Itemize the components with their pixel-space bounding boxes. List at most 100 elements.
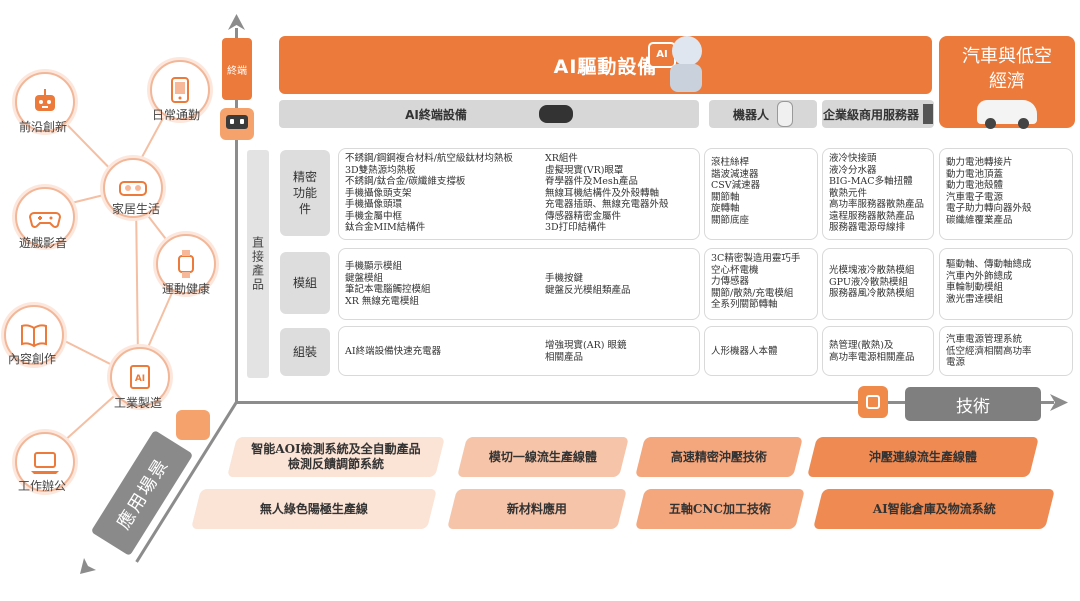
vr-glasses-icon bbox=[538, 105, 573, 123]
item: 相關產品 bbox=[545, 351, 584, 363]
cell-precision-robot: 滾柱絲桿 諧波減速器 CSV減速器 關節軸 旋轉軸 關節底座 bbox=[704, 148, 818, 240]
arrow-right-icon bbox=[1050, 394, 1068, 411]
item: 熱管理(散熱)及 bbox=[829, 340, 894, 351]
cell-precision-auto: 動力電池轉接片 動力電池頂蓋 動力電池殼體 汽車電子電源 電子助力轉向器外殼 碳… bbox=[939, 148, 1073, 240]
item: 碳纖維覆業產品 bbox=[946, 214, 1013, 226]
item: 充電器插頭、無線充電器外殼 bbox=[545, 199, 669, 210]
enterprise-server-subheader: 企業級商用服務器 bbox=[822, 100, 934, 128]
scene-sports-health[interactable] bbox=[156, 234, 216, 294]
svg-text:AI: AI bbox=[135, 374, 145, 384]
scene-frontier-innovation[interactable] bbox=[15, 72, 75, 132]
item: 高功率電源相關產品 bbox=[829, 351, 915, 363]
item: 鈦合金MIM結構件 bbox=[345, 222, 426, 233]
app-aoi-inspection: 智能AOI檢測系統及全自動產品檢測反饋調節系統 bbox=[227, 437, 445, 477]
scene-content-creation[interactable] bbox=[4, 305, 64, 365]
horizontal-axis bbox=[236, 401, 1054, 404]
scene-label: 遊戲影音 bbox=[19, 236, 68, 250]
ai-robot-illustration: AI bbox=[640, 34, 710, 94]
item: 3D雙熱源均熱板 bbox=[345, 164, 416, 176]
app-label: 新材料應用 bbox=[506, 501, 567, 516]
item: 旋轉軸 bbox=[711, 203, 740, 214]
vertical-axis bbox=[235, 28, 238, 404]
item: 高功率服務器散熱產品 bbox=[829, 199, 925, 210]
subheader-label: AI終端設備 bbox=[405, 107, 467, 122]
scene-daily-commute[interactable] bbox=[150, 60, 210, 120]
item: 動力電池頂蓋 bbox=[946, 168, 1004, 180]
book-icon bbox=[21, 324, 47, 348]
technology-axis-label: 技術 bbox=[905, 387, 1041, 421]
subheader-label: 企業級商用服務器 bbox=[822, 107, 919, 122]
item: AI終端設備快速充電器 bbox=[345, 346, 442, 357]
scene-label: 工業製造 bbox=[114, 396, 163, 410]
cell-assembly-auto: 汽車電源管理系統 低空經濟相關高功率 電源 bbox=[939, 326, 1073, 376]
scene-label: 家居生活 bbox=[112, 202, 161, 216]
ai-chip-icon: AI bbox=[130, 365, 150, 389]
cell-assembly-server: 熱管理(散熱)及 高功率電源相關產品 bbox=[822, 326, 934, 376]
item: 電子助力轉向器外殼 bbox=[946, 203, 1032, 214]
item: 手機金屬中框 bbox=[345, 210, 403, 222]
item: 動力電池殼體 bbox=[946, 180, 1004, 191]
factory-mascot-icon bbox=[176, 410, 210, 440]
scene-label: 工作辦公 bbox=[18, 479, 67, 493]
smartwatch-icon bbox=[178, 250, 194, 278]
item: 手機攝像頭環 bbox=[345, 199, 403, 210]
scene-label: 內容創作 bbox=[8, 352, 57, 366]
auto-low-altitude-label: 汽車與低空經濟 bbox=[962, 46, 1052, 92]
item: 筆記本電腦觸控模組 bbox=[345, 284, 431, 295]
item: 人形機器人本體 bbox=[711, 346, 778, 357]
item: 動力電池轉接片 bbox=[946, 157, 1013, 168]
item: 驅動軸、傳動軸總成 bbox=[946, 259, 1032, 270]
item: 諧波減速器 bbox=[711, 168, 759, 180]
tech-chip-icon bbox=[858, 386, 888, 418]
terminal-tag: 終端 bbox=[222, 38, 252, 100]
scene-office-work[interactable] bbox=[15, 432, 75, 492]
scene-label: 運動健康 bbox=[162, 282, 211, 296]
item: 鍵盤模組 bbox=[345, 272, 384, 284]
item: 手機顯示模組 bbox=[345, 261, 403, 272]
item: 服務器風冷散熱模組 bbox=[829, 288, 915, 299]
scene-industrial-manufacturing[interactable]: AI bbox=[110, 347, 170, 407]
cell-module-robot: 3C精密製造用靈巧手 空心杯電機 力傳感器 關節/散熱/充電模組 全系列關節轉軸 bbox=[704, 248, 818, 320]
cell-module-auto: 驅動軸、傳動軸總成 汽車內外飾總成 車輪制動模組 激光雷達模組 bbox=[939, 248, 1073, 320]
item: GPU液冷散熱模組 bbox=[829, 276, 908, 288]
cell-precision-terminal: 不銹鋼/鋼鋼複合材料/航空級鈦材均熱板 3D雙熱源均熱板 不銹鋼/鈦合金/碳纖維… bbox=[338, 148, 700, 240]
app-stamping-line: 沖壓連線流生產線體 bbox=[807, 437, 1039, 477]
item: 全系列關節轉軸 bbox=[711, 299, 778, 310]
scene-label: 日常通勤 bbox=[152, 108, 201, 122]
item: 遠程服務器散熱產品 bbox=[829, 210, 915, 222]
item: 3D打印結構件 bbox=[545, 222, 607, 233]
cell-precision-server: 液冷快接頭 液冷分水器 BIG-MAC多軸扭體 散熱元件 高功率服務器散熱產品 … bbox=[822, 148, 934, 240]
item: 關節底座 bbox=[711, 214, 750, 226]
item: 空心杯電機 bbox=[711, 264, 759, 276]
robot-icon bbox=[35, 89, 55, 111]
scene-games-media[interactable] bbox=[15, 187, 75, 247]
item: 散熱元件 bbox=[829, 187, 868, 199]
arrow-up-icon bbox=[228, 14, 245, 30]
item: 液冷快接頭 bbox=[829, 153, 877, 164]
item: 光模塊液冷散熱模組 bbox=[829, 265, 915, 276]
item: 傳感器精密金屬件 bbox=[545, 210, 622, 222]
app-new-materials: 新材料應用 bbox=[447, 489, 627, 529]
item: 汽車內外飾總成 bbox=[946, 270, 1013, 282]
car-icon bbox=[977, 100, 1037, 129]
item: 滾柱絲桿 bbox=[711, 157, 750, 168]
item: 手機按鍵 bbox=[545, 273, 584, 284]
scene-home-life[interactable] bbox=[103, 158, 163, 218]
item: 汽車電源管理系統 bbox=[946, 334, 1023, 345]
laptop-icon bbox=[31, 452, 59, 474]
item: 不銹鋼/鋼鋼複合材料/航空級鈦材均熱板 bbox=[345, 153, 513, 164]
app-label: 無人綠色陽極生產線 bbox=[259, 501, 368, 516]
row-label-modules: 模組 bbox=[280, 252, 330, 314]
phone-icon bbox=[171, 77, 189, 103]
app-green-anodizing: 無人綠色陽極生產線 bbox=[191, 489, 437, 529]
item: 汽車電子電源 bbox=[946, 191, 1004, 203]
subheader-label: 機器人 bbox=[732, 107, 769, 122]
app-label: 沖壓連線流生產線體 bbox=[868, 449, 977, 464]
cell-module-server: 光模塊液冷散熱模組 GPU液冷散熱模組 服務器風冷散熱模組 bbox=[822, 248, 934, 320]
item: 液冷分水器 bbox=[829, 164, 877, 176]
item: 關節軸 bbox=[711, 191, 740, 203]
vr-headset-icon bbox=[119, 181, 147, 196]
server-icon bbox=[923, 104, 933, 124]
gamepad-icon bbox=[28, 212, 62, 228]
humanoid-robot-icon bbox=[777, 101, 793, 127]
